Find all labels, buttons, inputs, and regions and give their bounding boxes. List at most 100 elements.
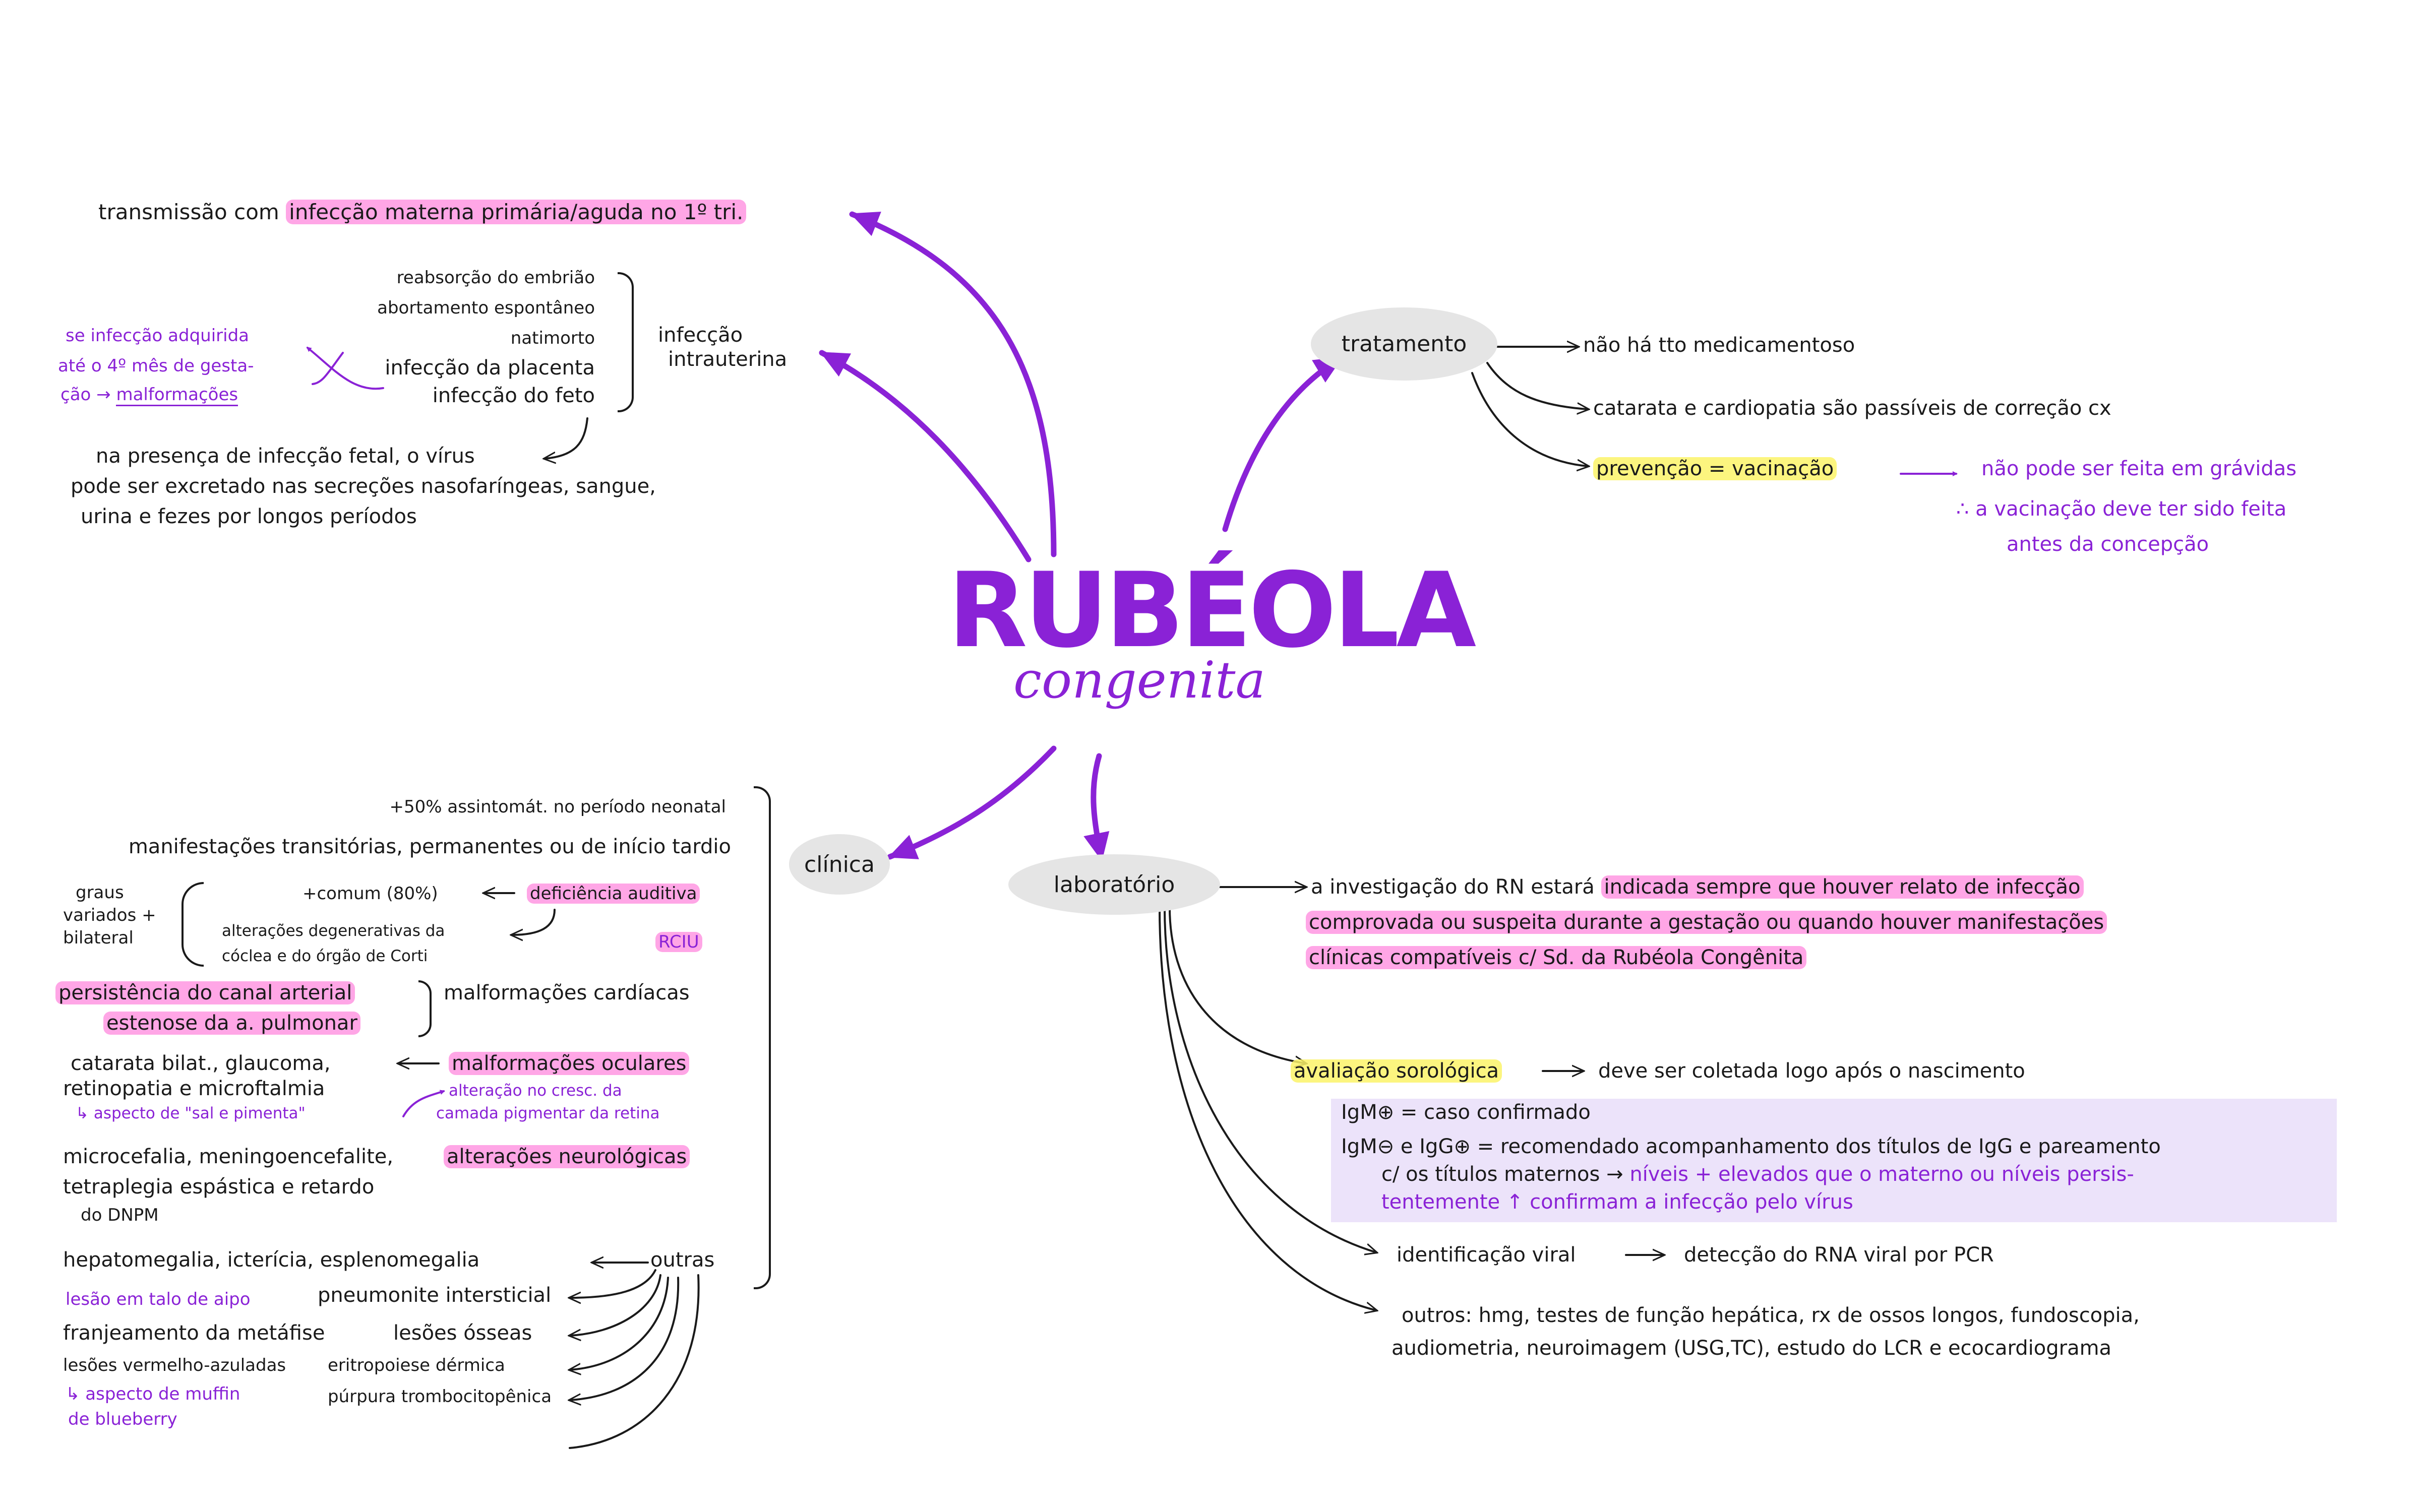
outcome-2: abortamento espontâneo xyxy=(377,298,595,318)
neuro-2: tetraplegia espástica e retardo xyxy=(63,1175,375,1199)
branch-tratamento xyxy=(1222,355,1344,532)
lab-investigation-3: clínicas compatíveis c/ Sd. da Rubéola C… xyxy=(1306,945,1807,970)
neuro-3: do DNPM xyxy=(81,1205,159,1225)
serology-box xyxy=(1331,1099,2337,1222)
franjeamento: franjeamento da metáfise xyxy=(63,1321,325,1345)
muffin-1: ↳ aspecto de muffin xyxy=(66,1384,240,1404)
cardiac-2-highlight: estenose da a. pulmonar xyxy=(103,1012,360,1035)
degen-2: cóclea e do órgão de Corti xyxy=(222,947,428,965)
cardiac-1: persistência do canal arterial xyxy=(55,980,355,1005)
retina-note-2: camada pigmentar da retina xyxy=(436,1104,660,1122)
outras-2: pneumonite intersticial xyxy=(318,1284,552,1307)
lab-investigation-hl2: comprovada ou suspeita durante a gestaçã… xyxy=(1306,911,2107,934)
main-title: RUBÉOLA xyxy=(948,551,1476,671)
note-line-2: até o 4º mês de gesta- xyxy=(58,356,254,376)
deficiencia-highlight: deficiência auditiva xyxy=(527,884,700,904)
branch-transmission xyxy=(849,211,1057,557)
outcome-1: reabsorção do embrião xyxy=(396,268,595,288)
cardiac-1-highlight: persistência do canal arterial xyxy=(55,981,355,1004)
intrauterine-label-2: intrauterina xyxy=(668,348,788,371)
lab-investigation-1: a investigação do RN estará indicada sem… xyxy=(1311,874,2084,900)
transmission-prefix: transmissão com xyxy=(98,200,279,224)
fetal-line-2: pode ser excretado nas secreções nasofar… xyxy=(71,475,656,498)
neuro-label-highlight: alterações neurológicas xyxy=(444,1145,690,1168)
igm-positive: IgM⊕ = caso confirmado xyxy=(1341,1101,1591,1124)
prevention-note-1: não pode ser feita em grávidas xyxy=(1981,457,2297,480)
intrauterine-label-1: infecção xyxy=(658,324,743,347)
lesao-aipo: lesão em talo de aipo xyxy=(66,1289,251,1309)
fetal-line-3: urina e fezes por longos períodos xyxy=(81,505,417,528)
tratamento-node: tratamento xyxy=(1311,307,1497,381)
cardiac-label: malformações cardíacas xyxy=(444,981,690,1004)
transmission-highlight: infecção materna primária/aguda no 1º tr… xyxy=(286,200,747,224)
outras-4: eritropoiese dérmica xyxy=(328,1355,505,1375)
lab-investigation-hl1: indicada sempre que houver relato de inf… xyxy=(1601,875,2084,899)
graus-1: graus xyxy=(76,883,124,903)
rciu-highlight: RCIU xyxy=(655,932,702,952)
degen-1: alterações degenerativas da xyxy=(222,922,445,940)
graus-2: variados + xyxy=(63,905,156,925)
outras-1: hepatomegalia, icterícia, esplenomegalia xyxy=(63,1248,480,1272)
neuro-label: alterações neurológicas xyxy=(444,1144,690,1169)
sub-title: congenita xyxy=(1013,651,1265,710)
outcome-4: infecção da placenta xyxy=(385,356,595,380)
sal-pimenta: ↳ aspecto de "sal e pimenta" xyxy=(76,1104,306,1122)
cardiac-2: estenose da a. pulmonar xyxy=(103,1011,360,1036)
sero-label-highlight: avaliação sorológica xyxy=(1291,1059,1502,1083)
igm-line-3-prefix: c/ os títulos maternos → xyxy=(1381,1163,1623,1186)
sero-text: deve ser coletada logo após o nascimento xyxy=(1598,1059,2025,1083)
outras-5: púrpura trombocitopênica xyxy=(328,1387,552,1407)
transmission-line: transmissão com infecção materna primári… xyxy=(98,199,747,226)
ocular-2: retinopatia e microftalmia xyxy=(63,1077,325,1100)
outras-label: outras xyxy=(650,1248,715,1272)
laboratorio-node: laboratório xyxy=(1008,854,1220,915)
clinica-deficiencia: deficiência auditiva xyxy=(527,883,700,905)
tratamento-item-2: catarata e cardiopatia são passíveis de … xyxy=(1593,397,2111,420)
ocular-label-highlight: malformações oculares xyxy=(449,1052,690,1075)
outcome-3: natimorto xyxy=(510,328,595,348)
tratamento-prevention: prevenção = vacinação xyxy=(1593,456,1837,481)
fetal-line-1: na presença de infecção fetal, o vírus xyxy=(96,445,475,468)
outros-1: outros: hmg, testes de função hepática, … xyxy=(1402,1304,2140,1327)
tratamento-item-1: não há tto medicamentoso xyxy=(1583,334,1855,357)
viral-text: detecção do RNA viral por PCR xyxy=(1684,1243,1994,1267)
cardiac-brace xyxy=(418,980,432,1037)
viral-label: identificação viral xyxy=(1397,1243,1576,1267)
igm-line-3-purple: níveis + elevados que o materno ou nívei… xyxy=(1629,1163,2134,1186)
ocular-label: malformações oculares xyxy=(449,1051,690,1076)
outros-2: audiometria, neuroimagem (USG,TC), estud… xyxy=(1392,1337,2112,1360)
note-line-3: ção → malformações xyxy=(60,384,238,406)
clinica-line-2: manifestações transitórias, permanentes … xyxy=(128,835,731,858)
note-malformacoes: malformações xyxy=(116,385,238,406)
graus-3: bilateral xyxy=(63,928,134,948)
note-line-3-prefix: ção → xyxy=(60,385,111,405)
clinica-brace xyxy=(754,786,771,1289)
retina-note-1: alteração no cresc. da xyxy=(449,1082,622,1100)
prevention-note-3: antes da concepção xyxy=(2007,533,2209,556)
clinica-rciu: RCIU xyxy=(655,931,702,953)
outcome-5: infecção do feto xyxy=(432,384,595,407)
lab-investigation-prefix: a investigação do RN estará xyxy=(1311,875,1595,899)
note-line-1: se infecção adquirida xyxy=(66,326,249,346)
branch-intrauterine xyxy=(819,350,1032,562)
muffin-2: de blueberry xyxy=(68,1409,177,1429)
clinica-comum: +comum (80%) xyxy=(302,884,438,904)
prevention-highlight: prevenção = vacinação xyxy=(1593,457,1837,480)
igm-line-3: c/ os títulos maternos → níveis + elevad… xyxy=(1381,1162,2134,1187)
branch-laboratorio xyxy=(1083,753,1110,862)
neuro-1: microcefalia, meningoencefalite, xyxy=(63,1145,394,1168)
graus-brace xyxy=(182,882,204,967)
outcomes-brace xyxy=(618,272,634,412)
lab-investigation-2: comprovada ou suspeita durante a gestaçã… xyxy=(1306,910,2107,935)
igm-negative: IgM⊖ e IgG⊕ = recomendado acompanhamento… xyxy=(1341,1135,2161,1158)
clinica-node: clínica xyxy=(789,834,890,895)
lab-investigation-hl3: clínicas compatíveis c/ Sd. da Rubéola C… xyxy=(1306,946,1807,969)
igm-line-4: tentemente ↑ confirmam a infecção pelo v… xyxy=(1381,1190,1853,1214)
outras-3: lesões ósseas xyxy=(393,1321,532,1345)
branch-clinica xyxy=(887,745,1057,860)
ocular-1: catarata bilat., glaucoma, xyxy=(71,1052,331,1075)
prevention-note-2: ∴ a vacinação deve ter sido feita xyxy=(1956,497,2287,521)
sero-label: avaliação sorológica xyxy=(1291,1058,1502,1084)
clinica-line-1: +50% assintomát. no período neonatal xyxy=(389,797,727,817)
